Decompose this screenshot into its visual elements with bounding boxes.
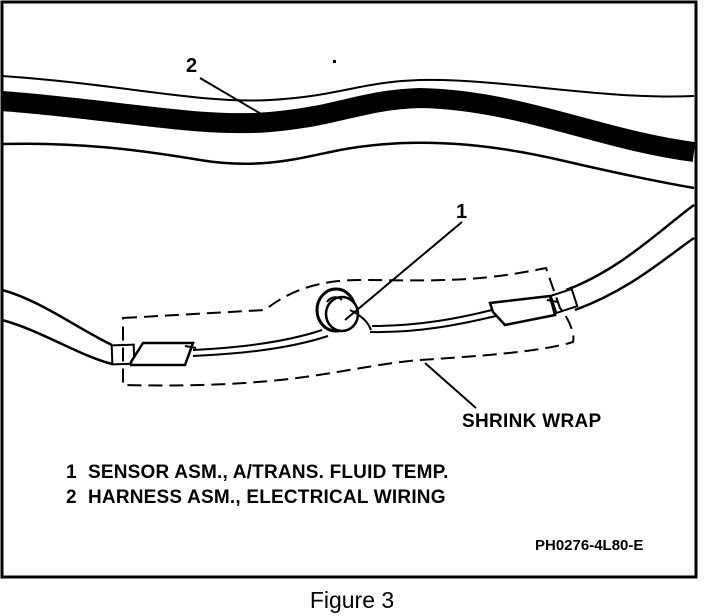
legend-number: 1 — [66, 462, 77, 483]
drawing-code: PH0276-4L80-E — [535, 537, 644, 554]
legend-item: 1 SENSOR ASM., A/TRANS. FLUID TEMP. — [66, 462, 449, 484]
stray-mark — [333, 60, 336, 63]
wiring-harness — [1, 75, 696, 190]
temperature-sensor — [315, 287, 372, 333]
callout-2-leader — [199, 77, 269, 119]
figure-caption: Figure 3 — [309, 587, 395, 613]
sensor-leads — [192, 309, 497, 357]
legend-text: HARNESS ASM., ELECTRICAL WIRING — [88, 487, 446, 508]
legend-item: 2 HARNESS ASM., ELECTRICAL WIRING — [66, 487, 446, 509]
legend-text: SENSOR ASM., A/TRANS. FLUID TEMP. — [88, 462, 449, 483]
sensor-harness-branch — [1, 203, 695, 366]
left-terminal — [129, 341, 197, 367]
diagram-border — [0, 0, 698, 579]
right-terminal — [488, 294, 559, 327]
shrink-wrap-outline — [122, 266, 575, 387]
callout-1-label: 1 — [456, 201, 468, 223]
legend-number: 2 — [66, 487, 77, 508]
callout-1-leader — [344, 221, 463, 321]
callout-2-label: 2 — [186, 55, 198, 77]
shrink-wrap-leader — [424, 362, 477, 409]
shrink-wrap-label: SHRINK WRAP — [462, 411, 602, 432]
